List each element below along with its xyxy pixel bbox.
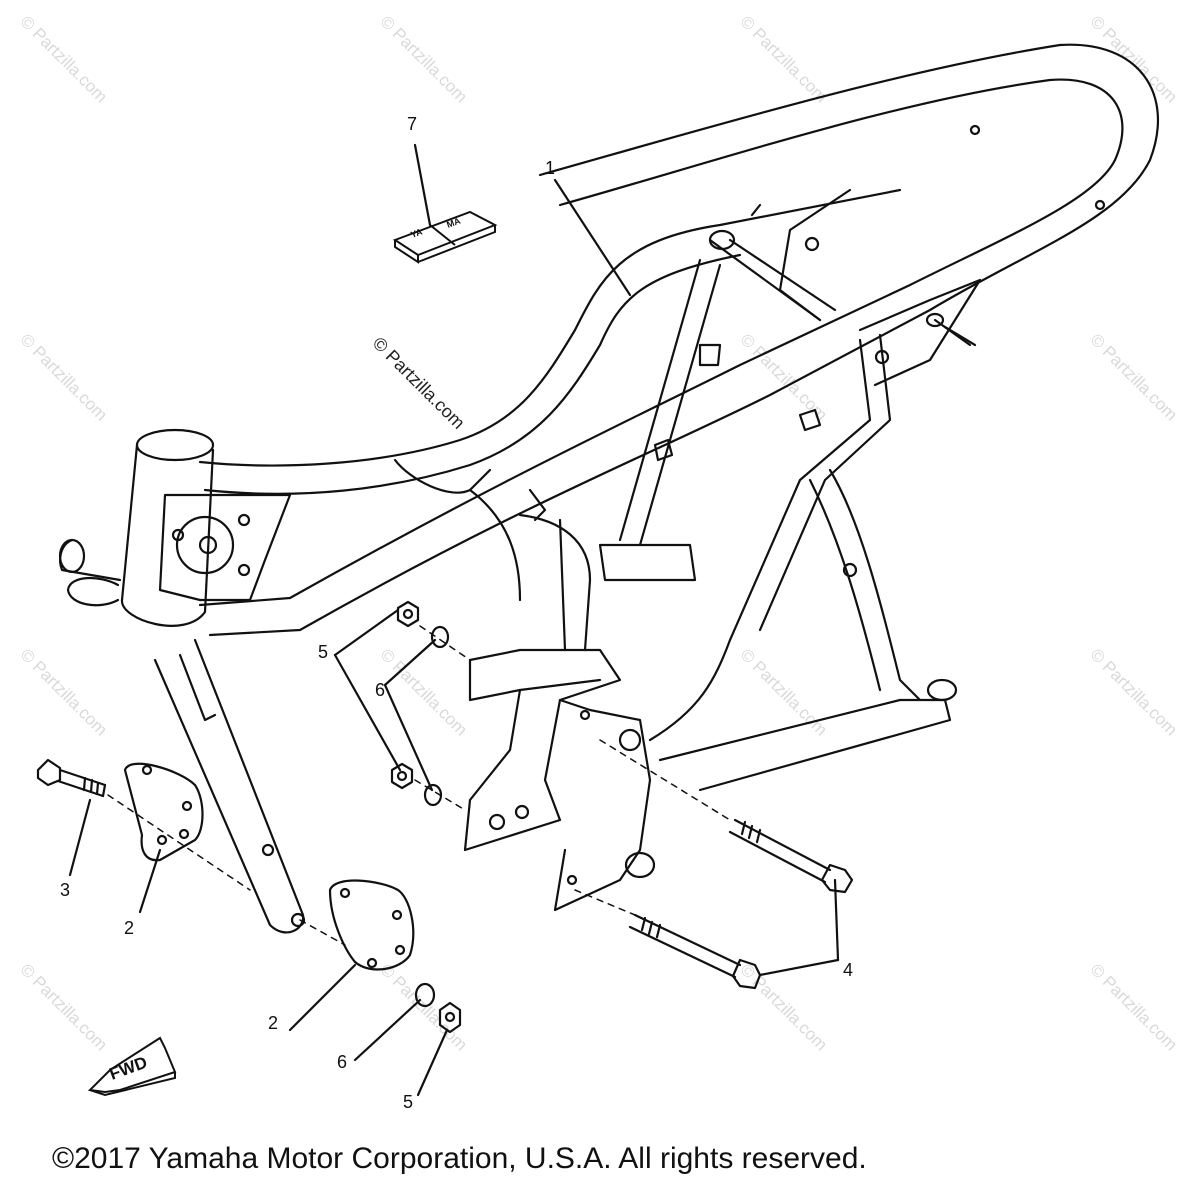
copyright-notice: ©2017 Yamaha Motor Corporation, U.S.A. A… — [52, 1142, 867, 1175]
leader-5 — [416, 1028, 449, 1097]
leader-7 — [413, 143, 432, 227]
leader-2 — [288, 963, 357, 1032]
callout-1: 1 — [545, 158, 556, 178]
leader-6 — [383, 638, 437, 687]
leader-5 — [333, 653, 402, 772]
callout-3: 3 — [60, 880, 71, 900]
callout-5: 5 — [403, 1092, 414, 1112]
tag-part-7: YA MA — [392, 210, 498, 264]
leader-6 — [383, 683, 434, 792]
bolt-4-lower — [628, 913, 762, 990]
engine-plate-2-lower — [328, 879, 415, 971]
leader-4 — [758, 958, 840, 977]
leader-3 — [68, 798, 92, 877]
callout-5: 5 — [318, 642, 329, 662]
callout-4: 4 — [843, 960, 854, 980]
tag-text-left: YA — [409, 226, 424, 240]
leader-4 — [833, 878, 840, 962]
nut-5 — [396, 600, 420, 628]
nut-5 — [438, 1001, 462, 1034]
washer-6 — [414, 982, 436, 1008]
callout-2: 2 — [124, 918, 135, 938]
leader-5 — [333, 608, 400, 657]
callout-2: 2 — [268, 1013, 279, 1033]
leader-2 — [138, 848, 162, 914]
callout-7: 7 — [407, 114, 418, 134]
nut-5 — [390, 762, 414, 790]
callout-6: 6 — [375, 680, 386, 700]
leader-6 — [353, 998, 422, 1062]
engine-plate-2-upper — [123, 762, 204, 862]
fwd-arrow: FWD — [87, 1036, 177, 1097]
tag-text-right: MA — [445, 216, 462, 230]
bolt-3 — [36, 758, 107, 798]
leader-1 — [553, 178, 632, 297]
frame-part-1 — [58, 43, 1160, 934]
washer-6 — [430, 625, 450, 649]
bolt-4-upper — [728, 818, 854, 894]
callout-6: 6 — [337, 1052, 348, 1072]
